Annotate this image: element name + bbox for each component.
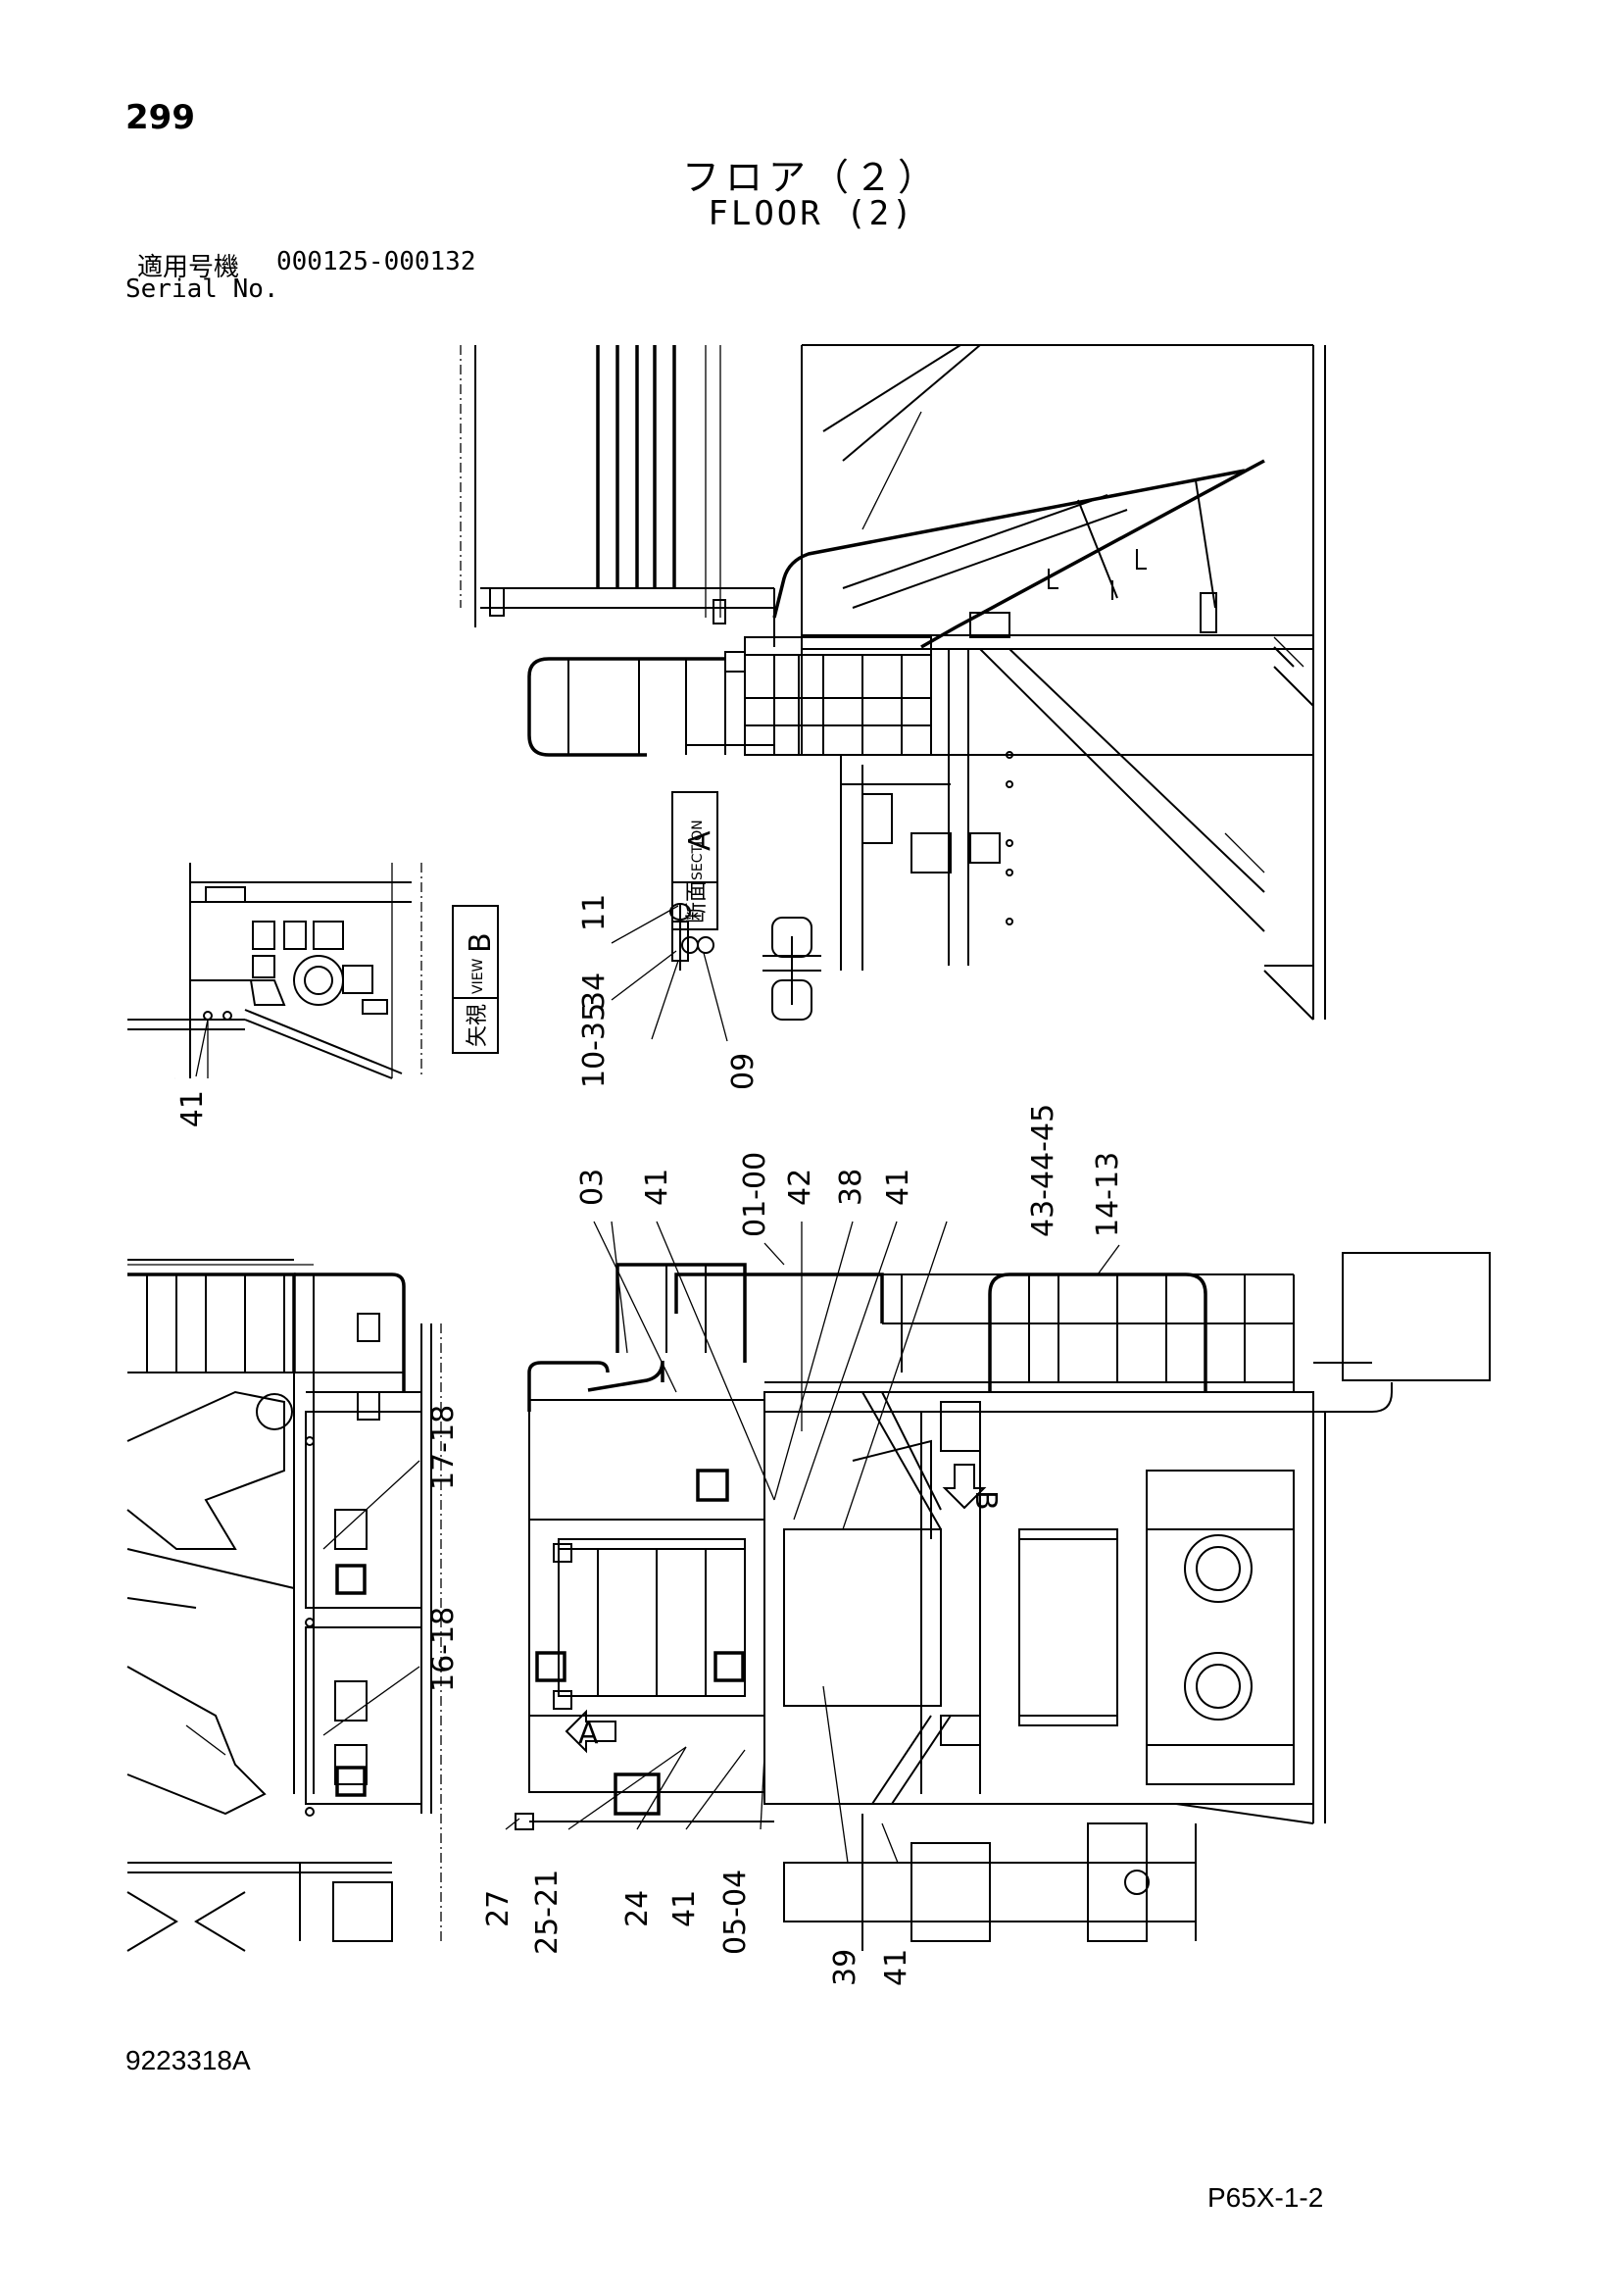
callout-41-b: 41: [881, 1169, 915, 1206]
arrow-a-letter: A: [578, 1717, 599, 1751]
view-arrow-a: A: [565, 1709, 616, 1754]
callout-41-d: 41: [879, 1949, 913, 1986]
callout-34: 34: [577, 973, 612, 1010]
callout-38: 38: [834, 1169, 868, 1206]
callout-10-35: 10-35: [577, 1003, 612, 1088]
section-a-letter: A: [683, 830, 717, 851]
view-b-drawing: [127, 863, 422, 1079]
page-title-japanese: フロア（２）: [681, 156, 941, 199]
view-b-letter: B: [464, 932, 498, 953]
callout-24: 24: [620, 1890, 655, 1927]
page-number: 299: [125, 98, 195, 137]
section-a-jp: 断面: [685, 880, 710, 923]
view-b-label: 矢視 VIEW B: [452, 905, 499, 1054]
page-code: P65X-1-2: [1207, 2182, 1324, 2213]
callout-11: 11: [577, 894, 612, 931]
serial-label-japanese: 適用号機: [137, 253, 240, 282]
view-arrow-b: B: [942, 1464, 1003, 1511]
arrow-b-letter: B: [968, 1490, 1003, 1511]
leader-lines: [195, 905, 1120, 1864]
callout-05-04: 05-04: [718, 1870, 753, 1955]
callout-labels: 41 11 34 10-35 09 03 41 01-00 42 38 41 4…: [175, 894, 1125, 1986]
callout-03: 03: [575, 1169, 610, 1206]
callout-41-a: 41: [640, 1169, 674, 1206]
callout-43-44-45: 43-44-45: [1026, 1104, 1060, 1237]
callout-09: 09: [726, 1053, 761, 1090]
callout-42: 42: [783, 1169, 817, 1206]
page-title-english: FLOOR (2): [708, 194, 915, 233]
callout-14-13: 14-13: [1091, 1152, 1125, 1237]
callout-25-21: 25-21: [530, 1870, 565, 1955]
callout-16-18: 16-18: [426, 1607, 461, 1692]
section-a-label: 断面 SECTION A: [671, 791, 718, 930]
view-b-jp: 矢視: [466, 1004, 490, 1047]
main-plan-drawing: [126, 1252, 1491, 1952]
serial-label-english: Serial No.: [125, 275, 279, 304]
drawing-code: 9223318A: [125, 2045, 251, 2075]
callout-17-18: 17-18: [426, 1405, 461, 1490]
callout-41-view-b: 41: [175, 1090, 210, 1127]
section-a-drawing: [460, 344, 1326, 1021]
callout-41-c: 41: [667, 1890, 702, 1927]
section-a-en: SECTION: [690, 820, 706, 880]
serial-range: 000125-000132: [276, 247, 476, 276]
callout-01-00: 01-00: [738, 1152, 772, 1237]
view-b-en: VIEW: [470, 958, 486, 994]
callout-39: 39: [828, 1949, 862, 1986]
callout-27: 27: [481, 1890, 516, 1927]
